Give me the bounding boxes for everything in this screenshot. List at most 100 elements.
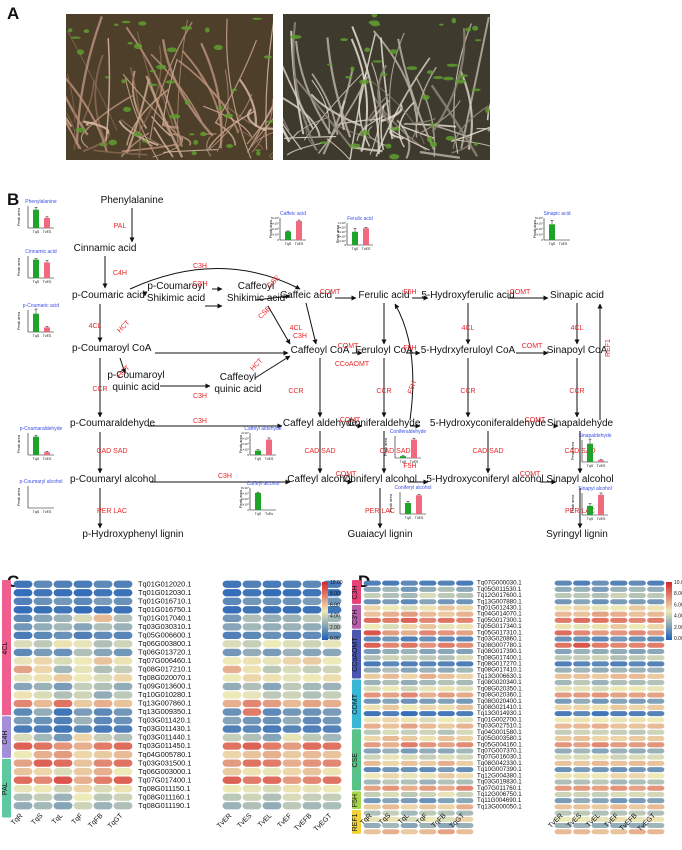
heatmap-left-cell: [53, 793, 73, 801]
bar: [363, 228, 369, 245]
heatmap-right-cell: [282, 614, 302, 622]
heatmap-left-cell: [382, 599, 400, 605]
enzyme-per-lac: PER LAC: [97, 508, 127, 515]
heatmap-left-cell: [73, 614, 93, 622]
heatmap-right-cell: [647, 593, 665, 599]
heatmap-left-cell: [13, 623, 33, 631]
heatmap-left-cell: [113, 589, 133, 597]
heatmap-left-cell: [419, 823, 437, 829]
stem: [126, 78, 151, 154]
heatmap-left-cell: [419, 680, 437, 686]
heatmap-left-cell: [53, 776, 73, 784]
heatmap-left-cell: [419, 754, 437, 760]
heatmap-right-cell: [554, 692, 572, 698]
heatmap-right-cell: [302, 674, 322, 682]
heatmap-left-cell: [33, 725, 53, 733]
heatmap-left-cell: [456, 642, 474, 648]
heatmap-right-cell: [610, 673, 628, 679]
heatmap-left-cell: [363, 711, 381, 717]
group-bar-c3-h: [352, 604, 361, 629]
leaf: [389, 49, 398, 54]
stem: [247, 108, 267, 132]
heatmap-left-cell: [73, 657, 93, 665]
heatmap-left-cell: [382, 605, 400, 611]
stem: [452, 139, 490, 147]
heatmap-left-cell: [437, 717, 455, 723]
heatmap-right-cell: [554, 698, 572, 704]
heatmap-right-cell: [302, 648, 322, 657]
heatmap-right-cell: [628, 593, 646, 599]
heatmap-right-cell: [282, 708, 302, 716]
stem: [83, 120, 110, 135]
bar-chart-category: TvES: [265, 457, 274, 461]
heatmap-right-cell: [591, 829, 609, 835]
heatmap-left-cell: [93, 623, 113, 631]
bar-chart-category: TqS: [255, 512, 262, 516]
enzyme-comt: COMT: [336, 471, 357, 478]
heatmap-left-cell: [363, 829, 381, 835]
bar: [44, 217, 50, 228]
heatmap-right-cell: [628, 717, 646, 723]
heatmap-left-cell: [363, 630, 381, 636]
heatmap-right-cell: [242, 699, 262, 708]
leaf: [165, 80, 176, 84]
heatmap-left-cell: [93, 657, 113, 665]
group-label-cse: CSE: [352, 753, 359, 768]
panel-label-d: D: [358, 572, 371, 591]
heatmap-left-cell: [437, 804, 455, 810]
leaf: [184, 99, 191, 105]
pathway-arrow: [267, 305, 291, 345]
heatmap-right-cell: [302, 750, 322, 759]
leaf: [385, 143, 392, 149]
heatmap-right-cell: [573, 599, 591, 605]
heatmap-right-cell: [554, 742, 572, 748]
heatmap-left-cell: [53, 606, 73, 614]
leaf: [379, 72, 388, 77]
gene-id-label: Tq03G011420.1: [138, 716, 191, 725]
stem: [380, 104, 403, 123]
heatmap-right-cell: [242, 733, 262, 742]
heatmap-left-cell: [13, 776, 33, 784]
leaf: [389, 153, 400, 160]
gene-id-label: Tq01G016710.1: [138, 596, 191, 605]
heatmap-right-cell: [591, 791, 609, 797]
heatmap-left-cell: [382, 829, 400, 835]
heatmap-right-cell: [222, 802, 242, 810]
stem: [415, 66, 437, 138]
heatmap-left-cell: [419, 580, 437, 586]
heatmap-left-cell: [363, 692, 381, 698]
heatmap-left-cell: [13, 631, 33, 640]
heatmap-left-cell: [73, 742, 93, 750]
heatmap-left-cell: [33, 759, 53, 767]
heatmap-left-cell: [363, 729, 381, 735]
heatmap-right-cell: [591, 760, 609, 766]
leaf: [265, 120, 273, 123]
heatmap-right-cell: [610, 698, 628, 704]
leaf: [108, 139, 118, 146]
heatmap-left-cell: [113, 776, 133, 784]
heatmap-left-cell: [419, 829, 437, 835]
heatmap-left-cell: [382, 723, 400, 729]
heatmap-left-cell: [73, 725, 93, 733]
bar: [33, 259, 39, 278]
heatmap-left-cell: [400, 717, 418, 723]
heatmap-right-cell: [628, 605, 646, 611]
enzyme-c3h: C3H: [193, 418, 207, 425]
bar-chart-title: Caffeyl alcohol: [247, 481, 280, 487]
heatmap-right-cell: [628, 748, 646, 754]
heatmap-left-cell: [13, 665, 33, 674]
stem: [226, 18, 252, 159]
heatmap-left-cell: [33, 631, 53, 640]
bar-chart-category: TqS: [587, 517, 594, 521]
heatmap-left-cell: [53, 759, 73, 767]
gene-id-label: Tq08G007780.1: [477, 642, 522, 649]
heatmap-d: C3HC3'HCCoAOMTCOMTCSEF5HREF1Tq07G000030.…: [352, 580, 682, 835]
heatmap-left-cell: [419, 630, 437, 636]
bar: [266, 439, 272, 455]
heatmap-left-cell: [33, 733, 53, 742]
heatmap-left-cell: [400, 673, 418, 679]
bar-chart-category: TvES: [43, 457, 52, 461]
